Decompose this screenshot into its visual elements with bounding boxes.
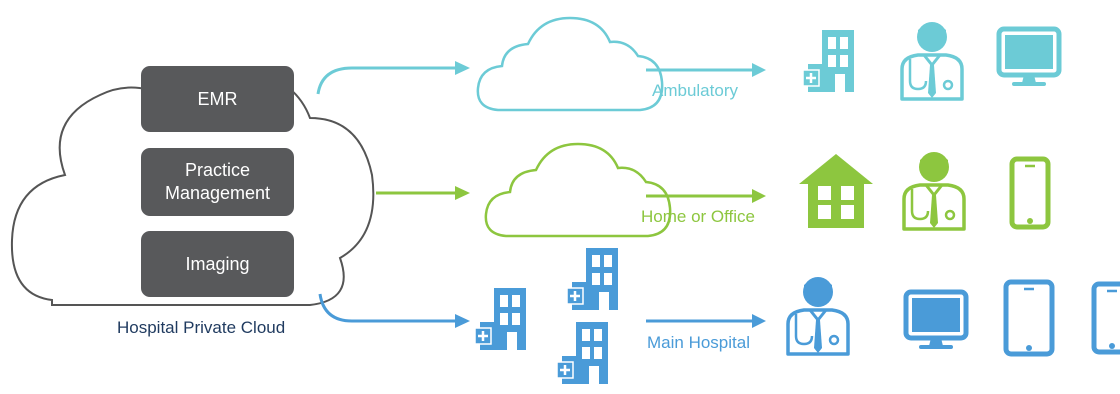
hospital-buildings-icon (473, 246, 620, 386)
arrow-to-main-hospital (318, 293, 458, 323)
ambulatory-cloud-icon (476, 16, 664, 112)
arrow-to-ambulatory-cloud (316, 66, 458, 95)
arrow-head (752, 63, 766, 77)
doctor-icon (786, 275, 850, 356)
arrow-head (752, 314, 766, 328)
imaging-box: Imaging (141, 231, 294, 297)
arrow-head (455, 314, 470, 328)
monitor-icon (906, 292, 966, 349)
clinic-building-icon (801, 28, 856, 94)
doctor-icon (900, 20, 964, 101)
house-icon (799, 154, 873, 228)
arrow-head (455, 61, 470, 75)
ambulatory-label: Ambulatory (652, 81, 738, 100)
smartphone-icon (1012, 159, 1048, 227)
monitor-icon (999, 29, 1059, 86)
tablet-icon (1006, 282, 1052, 354)
practice-management-box: Practice Management (141, 148, 294, 216)
home-cloud-icon (484, 142, 672, 238)
smartphone-icon (1094, 284, 1120, 352)
doctor-icon (902, 150, 966, 231)
arrow-head (455, 186, 470, 200)
home-or-office-label: Home or Office (641, 207, 756, 226)
private-cloud-caption: Hospital Private Cloud (117, 318, 286, 337)
emr-box: EMR (141, 66, 294, 132)
arrow-head (752, 189, 766, 203)
main-hospital-label: Main Hospital (647, 333, 750, 352)
